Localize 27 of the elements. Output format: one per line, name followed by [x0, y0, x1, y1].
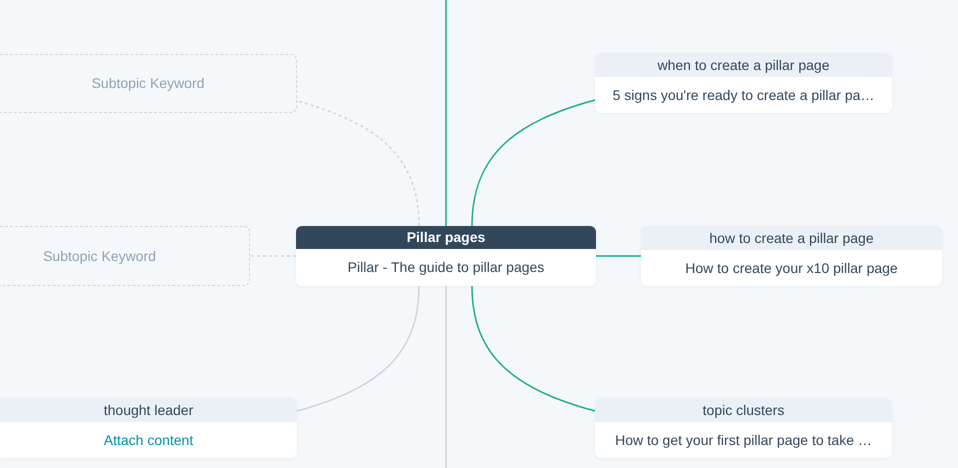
content-title: How to create your x10 pillar page [685, 260, 898, 276]
connector-line [296, 100, 420, 226]
content-title: Pillar - The guide to pillar pages [348, 259, 544, 276]
topic-title: when to create a pillar page [658, 56, 830, 74]
topic-title: thought leader [104, 402, 194, 418]
attach-content-link: Attach content [104, 432, 194, 448]
connector-line [445, 0, 447, 226]
connector-line [296, 286, 420, 412]
connector-line [445, 286, 447, 468]
connector-line [471, 99, 596, 226]
placeholder-card [0, 54, 297, 113]
content-title: How to get your first pillar page to take … [615, 432, 872, 448]
topic-card [0, 398, 297, 458]
topic-card [641, 226, 942, 286]
content-title: 5 signs you're ready to create a pillar pa… [612, 86, 874, 104]
topic-title: how to create a pillar page [709, 230, 874, 246]
placeholder-title: Subtopic Keyword [43, 248, 156, 264]
topic-card [595, 53, 892, 113]
connector-line [471, 286, 596, 412]
connector-line [250, 255, 296, 257]
placeholder-card [0, 226, 250, 286]
connector-line [596, 255, 641, 257]
pillar-title: Pillar pages [406, 229, 486, 246]
placeholder-title: Subtopic Keyword [92, 75, 204, 92]
topic-title: topic clusters [702, 402, 784, 418]
topic-card [595, 398, 892, 458]
pillar-card [296, 226, 596, 286]
